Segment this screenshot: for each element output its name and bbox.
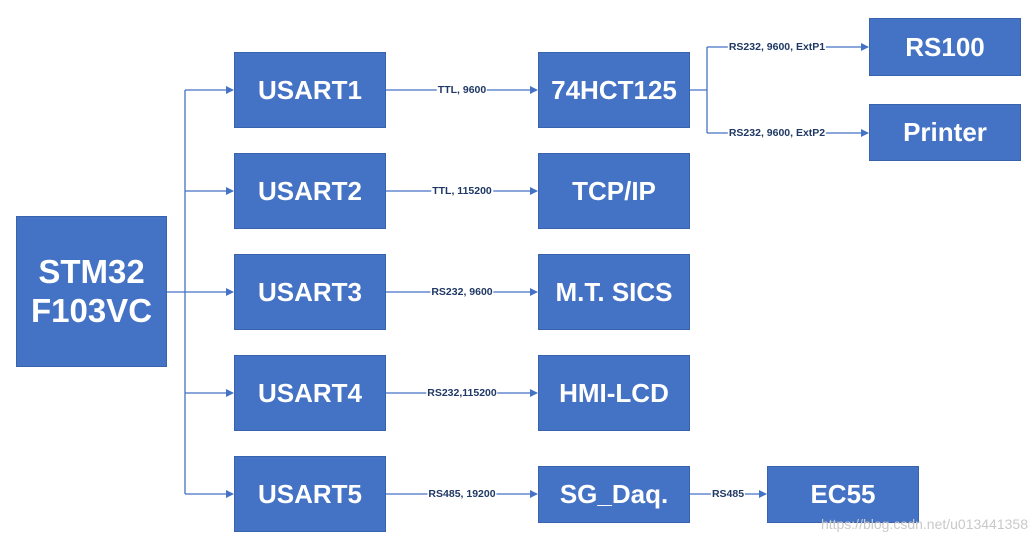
link-label-usart1: TTL, 9600 [436,84,488,96]
link-label-usart2: TTL, 115200 [431,185,493,197]
usart1-box: USART1 [234,52,386,128]
link-label-usart4: RS232,115200 [426,387,498,399]
mt-sics-box: M.T. SICS [538,254,690,330]
usart3-box: USART3 [234,254,386,330]
tcp-box: TCP/IP [538,153,690,229]
link-label-sg-ec55: RS485 [710,488,746,500]
ec55-box: EC55 [767,466,919,523]
hmi-lcd-box: HMI-LCD [538,355,690,431]
link-label-extp1: RS232, 9600, ExtP1 [727,41,827,53]
watermark: https://blog.csdn.net/u013441358 [820,516,1028,532]
hct-box: 74HCT125 [538,52,690,128]
usart4-box: USART4 [234,355,386,431]
usart5-box: USART5 [234,456,386,532]
mcu-box: STM32 F103VC [16,216,167,367]
mcu-label-line1: STM32 [38,252,145,290]
sg-daq-box: SG_Daq. [538,466,690,523]
mcu-label-line2: F103VC [30,291,153,329]
rs100-box: RS100 [869,18,1021,76]
link-label-extp2: RS232, 9600, ExtP2 [727,127,827,139]
link-label-usart5: RS485, 19200 [427,488,497,500]
link-label-usart3: RS232, 9600 [430,286,494,298]
usart2-box: USART2 [234,153,386,229]
printer-box: Printer [869,104,1021,161]
